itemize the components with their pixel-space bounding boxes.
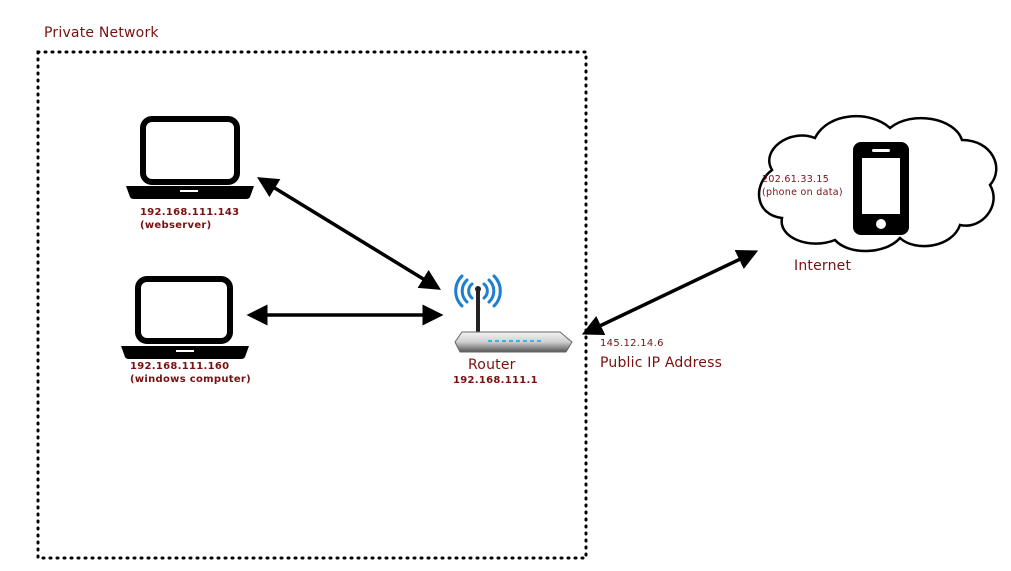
public-ip-value: 145.12.14.6 <box>600 338 664 349</box>
router-ip-label: 192.168.111.1 <box>453 375 538 386</box>
internet-label: Internet <box>794 258 852 274</box>
router-internet-link <box>581 250 759 335</box>
webserver-desc-label: (webserver) <box>140 220 212 231</box>
smartphone-icon <box>853 142 909 235</box>
webserver-ip-label: 192.168.111.143 <box>140 207 240 218</box>
router-icon <box>454 274 573 353</box>
webserver-laptop-icon <box>126 116 254 199</box>
router-name-label: Router <box>468 357 516 373</box>
webserver-router-link <box>257 177 441 290</box>
wifi-signal-icon <box>454 274 502 308</box>
windows-computer-desc-label: (windows computer) <box>130 374 252 385</box>
private-network-boundary <box>36 50 588 560</box>
phone-desc-label: (phone on data) <box>762 187 843 198</box>
public-ip-address-label: Public IP Address <box>600 355 723 371</box>
windows-computer-ip-label: 192.168.111.160 <box>130 361 230 372</box>
private-network-title: Private Network <box>44 25 159 41</box>
phone-ip-label: 202.61.33.15 <box>762 174 830 185</box>
windows-computer-laptop-icon <box>121 276 249 359</box>
